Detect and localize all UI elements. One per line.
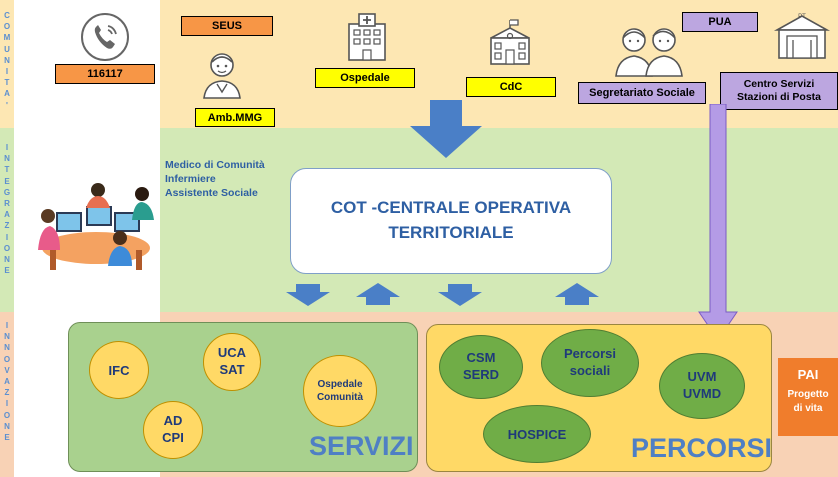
percorsi-title: PERCORSI <box>631 433 773 463</box>
strip-innovazione-letter: Z <box>4 388 10 398</box>
strip-innovazione-letter: E <box>4 432 10 442</box>
staff-list: Medico di Comunità Infermiere Assistente… <box>165 158 265 201</box>
up-arrow-1 <box>356 283 400 305</box>
segretariato-label: Segretariato Sociale <box>578 82 706 104</box>
strip-innovazione-letter: V <box>4 365 10 375</box>
uvmd-label: UVMD <box>682 386 722 401</box>
pai-line1: Progetto <box>787 389 829 400</box>
csm-label: CSM <box>466 350 496 366</box>
serd-label: SERD <box>462 367 500 382</box>
strip-integrazione-letter: N <box>4 254 10 264</box>
strip-innovazione-letter: O <box>3 354 11 364</box>
uca-sat-circle: UCA SAT <box>203 333 261 391</box>
uvm-label: UVM <box>687 369 717 385</box>
strip-comunita-letter: U <box>4 44 10 54</box>
ospedale-comunita-line1: Ospedale <box>317 378 363 390</box>
doctor-icon <box>200 48 244 105</box>
operators-illustration <box>36 176 156 277</box>
strip-comunita-letter: O <box>3 22 11 32</box>
strip-comunita-letter: I <box>5 66 9 76</box>
pai-title: PAI <box>797 367 819 382</box>
percorsi-panel: CSM SERD Percorsi sociali UVM UVMD HOSPI… <box>426 324 772 472</box>
cot-box: COT -CENTRALE OPERATIVA TERRITORIALE <box>290 168 612 274</box>
ospedale-label: Ospedale <box>315 68 415 88</box>
strip-integrazione-letter: I <box>5 143 9 152</box>
strip-comunita-letter: C <box>4 11 10 20</box>
strip-comunita-letter: M <box>3 33 11 43</box>
percorsi-sociali-line2: sociali <box>569 363 611 378</box>
people-icon <box>610 22 690 83</box>
down-arrow-1 <box>286 284 330 306</box>
hospice-label: HOSPICE <box>507 426 567 442</box>
centro-servizi-label: Centro Servizi Stazioni di Posta <box>720 72 838 110</box>
purple-arrow <box>698 104 738 341</box>
strip-comunita-letter: T <box>4 78 10 88</box>
ifc-circle: IFC <box>89 341 149 399</box>
up-arrow-2 <box>555 283 599 305</box>
uvm-uvmd-circle: UVM UVMD <box>659 353 745 419</box>
strip-integrazione-letter: N <box>4 154 10 164</box>
strip-integrazione-letter: I <box>5 232 9 242</box>
sat-label: SAT <box>219 362 245 377</box>
staff-assistente: Assistente Sociale <box>165 187 258 200</box>
strip-integrazione-letter: Z <box>4 221 10 231</box>
staff-medico: Medico di Comunità <box>165 159 265 171</box>
seus-label: SEUS <box>181 16 273 36</box>
strip-innovazione-letter: I <box>5 321 9 330</box>
strip-innovazione-letter: N <box>4 343 10 353</box>
post-office-icon <box>773 10 831 67</box>
strip-comunita-letter: N <box>4 55 10 65</box>
strip-innovazione-letter: N <box>4 421 10 431</box>
cdc-label: CdC <box>466 77 556 97</box>
strip-innovazione-letter: N <box>4 332 10 342</box>
ospedale-comunita-line2: Comunità <box>316 392 364 403</box>
strip-comunita-letter: ' <box>6 100 8 110</box>
centro-servizi-line1: Centro Servizi <box>743 77 815 90</box>
strip-comunita-letter: A <box>4 89 10 99</box>
post-office-sign: PT <box>798 14 806 20</box>
strip-innovazione-letter: I <box>5 399 9 409</box>
csm-serd-circle: CSM SERD <box>439 335 523 399</box>
strip-integrazione-letter: E <box>4 266 10 276</box>
centro-servizi-line2: Stazioni di Posta <box>736 91 821 103</box>
uca-label: UCA <box>217 345 247 361</box>
strip-integrazione-letter: T <box>4 165 10 175</box>
cot-line1: COT -CENTRALE OPERATIVA <box>330 198 572 218</box>
strip-integrazione-letter: E <box>4 176 10 186</box>
cot-line2: TERRITORIALE <box>388 223 514 242</box>
pua-label: PUA <box>682 12 758 32</box>
strip-integrazione-letter: A <box>4 210 10 220</box>
strip-integrazione-letter: G <box>3 187 11 197</box>
pai-box: PAI Progetto di vita <box>778 358 838 436</box>
phone-number-label: 116117 <box>55 64 155 84</box>
ad-label: AD <box>163 413 183 429</box>
phone-icon <box>80 12 130 67</box>
pai-line2: di vita <box>793 403 823 414</box>
cpi-label: CPI <box>162 430 184 445</box>
staff-infermiere: Infermiere <box>165 173 216 186</box>
strip-integrazione-letter: O <box>3 243 11 253</box>
strip-innovazione-letter: A <box>4 376 10 386</box>
ifc-label: IFC <box>108 362 130 378</box>
amb-mmg-label: Amb.MMG <box>195 108 275 127</box>
hospice-circle: HOSPICE <box>483 405 591 463</box>
percorsi-sociali-line1: Percorsi <box>563 346 617 362</box>
ad-cpi-circle: AD CPI <box>143 401 203 459</box>
servizi-panel: IFC UCA SAT AD CPI Ospedale Comunità SER… <box>68 322 418 472</box>
percorsi-sociali-circle: Percorsi sociali <box>541 329 639 397</box>
hospital-icon <box>345 12 389 67</box>
servizi-title: SERVIZI <box>309 431 414 461</box>
school-icon <box>485 18 535 73</box>
main-down-arrow <box>410 100 482 158</box>
down-arrow-2 <box>438 284 482 306</box>
ospedale-comunita-circle: Ospedale Comunità <box>303 355 377 427</box>
strip-innovazione-letter: O <box>3 410 11 420</box>
strip-integrazione-letter: R <box>4 198 10 208</box>
